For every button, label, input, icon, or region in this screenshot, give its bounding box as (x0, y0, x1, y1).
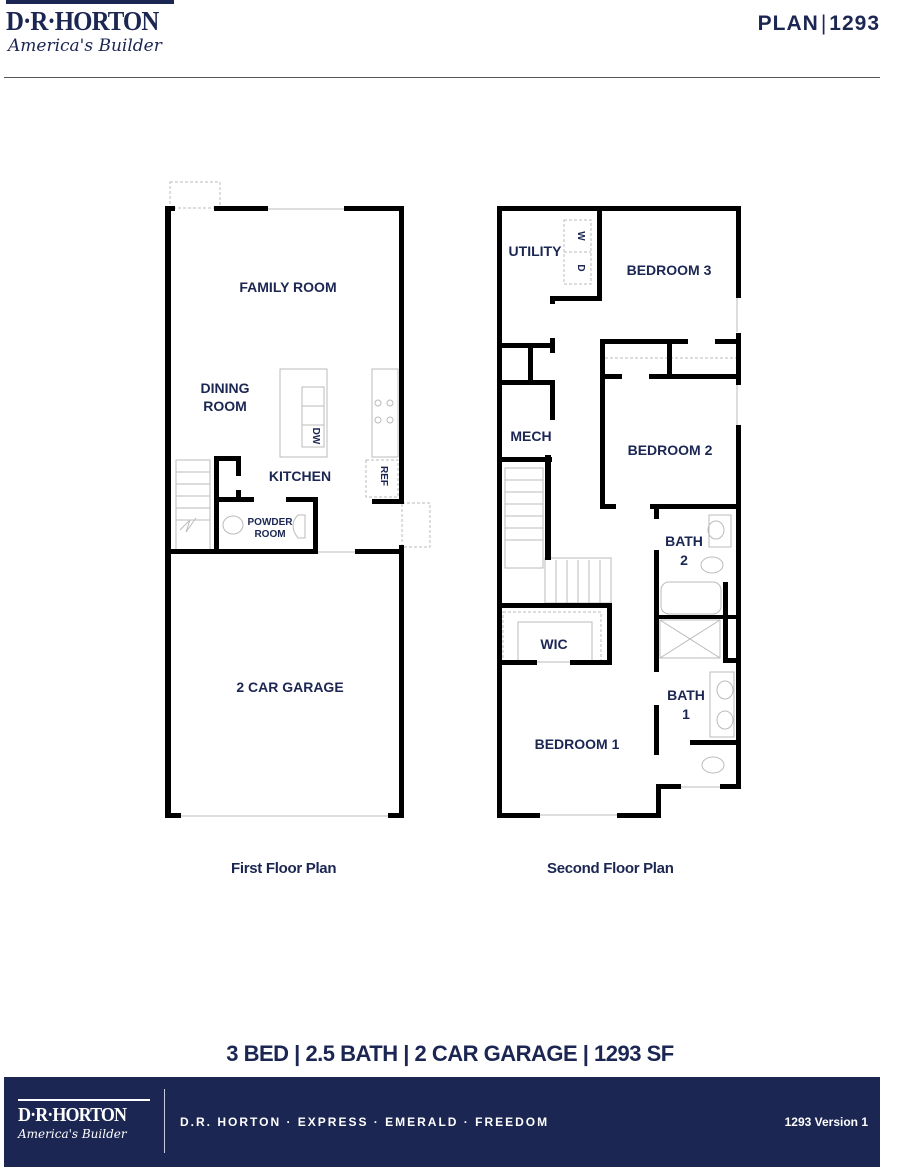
label-ref: REF (378, 466, 389, 486)
plan-separator: | (820, 12, 828, 35)
label-bedroom-3: BEDROOM 3 (627, 262, 712, 278)
label-family-room: FAMILY ROOM (239, 279, 336, 295)
plan-title: PLAN|1293 (758, 12, 880, 36)
label-powder-1: POWDER (248, 517, 294, 528)
second-floor-plan: UTILITY W D BEDROOM 3 BEDROOM 2 MECH BAT… (497, 206, 741, 818)
label-washer: W (575, 231, 586, 241)
label-powder-2: ROOM (254, 529, 285, 540)
header-logo: D·R·HORTON America's Builder (6, 0, 176, 56)
first-floor-plan: FAMILY ROOM DINING ROOM KITCHEN DW REF P… (165, 181, 431, 818)
label-garage: 2 CAR GARAGE (236, 679, 343, 695)
label-dw: DW (310, 428, 321, 445)
logo-wordmark: D·R·HORTON (6, 6, 159, 36)
floor-plans: FAMILY ROOM DINING ROOM KITCHEN DW REF P… (165, 181, 741, 818)
footer-logo-wordmark: D·R·HORTON (18, 1104, 127, 1126)
plan-number: 1293 (829, 12, 880, 35)
label-dryer: D (575, 264, 586, 271)
label-mech: MECH (510, 428, 551, 444)
footer-brands: D.R. HORTON · EXPRESS · EMERALD · FREEDO… (180, 1115, 550, 1129)
plan-label: PLAN (757, 12, 819, 35)
label-utility: UTILITY (509, 243, 563, 259)
label-bedroom-1: BEDROOM 1 (535, 736, 620, 752)
label-dining-1: DINING (201, 380, 250, 396)
footer-logo-rule (18, 1099, 150, 1101)
logo-rule (6, 0, 174, 4)
header-divider (4, 77, 880, 78)
label-bath1-2: 1 (682, 706, 690, 722)
label-dining-2: ROOM (203, 398, 247, 414)
label-bath2-2: 2 (680, 552, 688, 568)
footer-banner: D·R·HORTON America's Builder D.R. HORTON… (4, 1077, 880, 1167)
label-wic: WIC (540, 636, 567, 652)
label-bedroom-2: BEDROOM 2 (628, 442, 713, 458)
label-kitchen: KITCHEN (269, 468, 331, 484)
second-floor-caption: Second Floor Plan (547, 860, 674, 877)
footer-logo-tagline: America's Builder (18, 1127, 127, 1141)
label-bath2-1: BATH (665, 533, 703, 549)
label-bath1-1: BATH (667, 687, 705, 703)
logo-tagline: America's Builder (8, 36, 162, 56)
plan-summary: 3 BED | 2.5 BATH | 2 CAR GARAGE | 1293 S… (226, 1041, 674, 1066)
footer-version: 1293 Version 1 (784, 1115, 868, 1129)
footer-divider (164, 1089, 165, 1153)
first-floor-caption: First Floor Plan (231, 860, 337, 877)
footer-logo: D·R·HORTON America's Builder (18, 1099, 153, 1141)
